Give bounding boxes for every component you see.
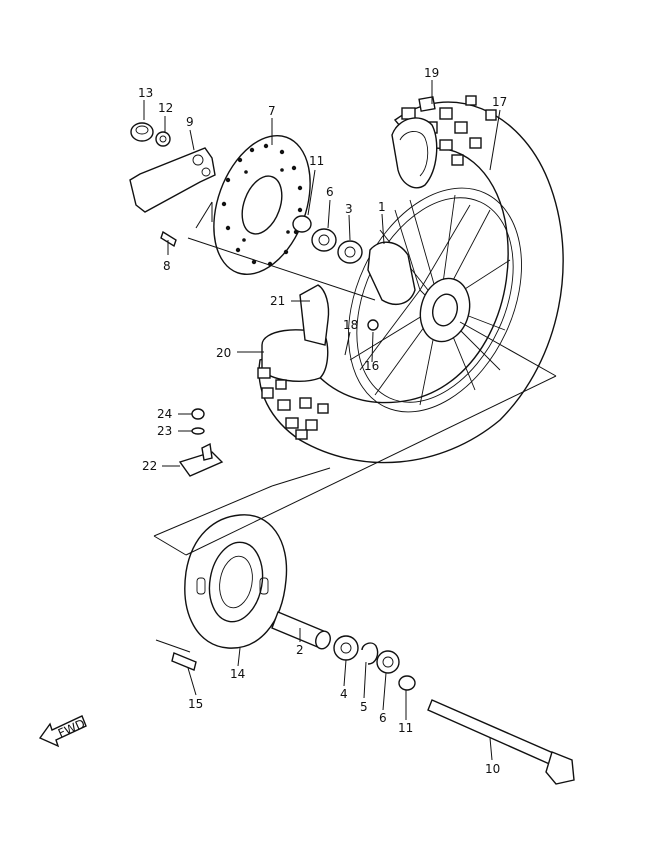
spacer-2: [271, 611, 331, 650]
seal-11-lower: [398, 675, 416, 691]
callout-10: 10: [485, 762, 500, 776]
circlip-5: [361, 642, 379, 665]
bearing-4: [333, 635, 359, 661]
tire-section-top: [391, 117, 438, 189]
collar-13: [130, 122, 154, 142]
callout-13: 13: [138, 86, 153, 100]
callout-15: 15: [188, 697, 203, 711]
callout-20: 20: [216, 346, 231, 360]
callout-1: 1: [378, 200, 386, 214]
nut-24: [191, 408, 205, 420]
washer-23: [191, 427, 205, 435]
callout-9: 9: [186, 115, 194, 129]
brake-disc: [213, 134, 311, 276]
callout-18: 18: [343, 318, 358, 332]
bearing-6-upper: [311, 228, 337, 252]
callout-12: 12: [158, 101, 173, 115]
callout-4: 4: [340, 687, 348, 701]
nut-18: [367, 319, 379, 331]
fwd-arrow-icon: FWD: [38, 715, 87, 748]
rear-axle: [427, 699, 575, 785]
callout-6-upper: 6: [326, 185, 334, 199]
callout-21: 21: [270, 294, 285, 308]
callout-16: 16: [364, 359, 379, 373]
callout-8: 8: [163, 259, 171, 273]
callout-24: 24: [157, 407, 172, 421]
callout-7: 7: [268, 104, 276, 118]
callout-6-lower: 6: [379, 711, 387, 725]
tire-section-bottom: [257, 284, 330, 440]
callout-5: 5: [360, 700, 368, 714]
callout-22: 22: [142, 459, 157, 473]
assembly-lines: [153, 201, 557, 653]
spacer-3: [337, 240, 363, 264]
callout-19: 19: [424, 66, 439, 80]
rear-sprocket: [184, 514, 288, 649]
seal-11-upper: [292, 215, 312, 233]
bolt-8: [160, 230, 177, 248]
callout-numbers: 13 12 9 7 11 6 3 1 19 17 8 21 20 18 16 2…: [138, 66, 507, 776]
bearing-6-lower: [376, 650, 400, 674]
leader-lines: [143, 80, 501, 761]
callout-11-lower: 11: [398, 721, 413, 735]
sprocket-bolt-15: [171, 652, 197, 671]
callout-3: 3: [345, 202, 353, 216]
brake-bracket: [129, 147, 216, 213]
callout-2: 2: [296, 643, 304, 657]
rim-lock-22: [178, 442, 224, 477]
callout-17: 17: [492, 95, 507, 109]
washer-12: [155, 131, 171, 147]
wheel-hub: [367, 241, 471, 343]
callout-14: 14: [230, 667, 245, 681]
callout-11-upper: 11: [309, 154, 324, 168]
fwd-label: FWD: [56, 716, 87, 740]
callout-23: 23: [157, 424, 172, 438]
